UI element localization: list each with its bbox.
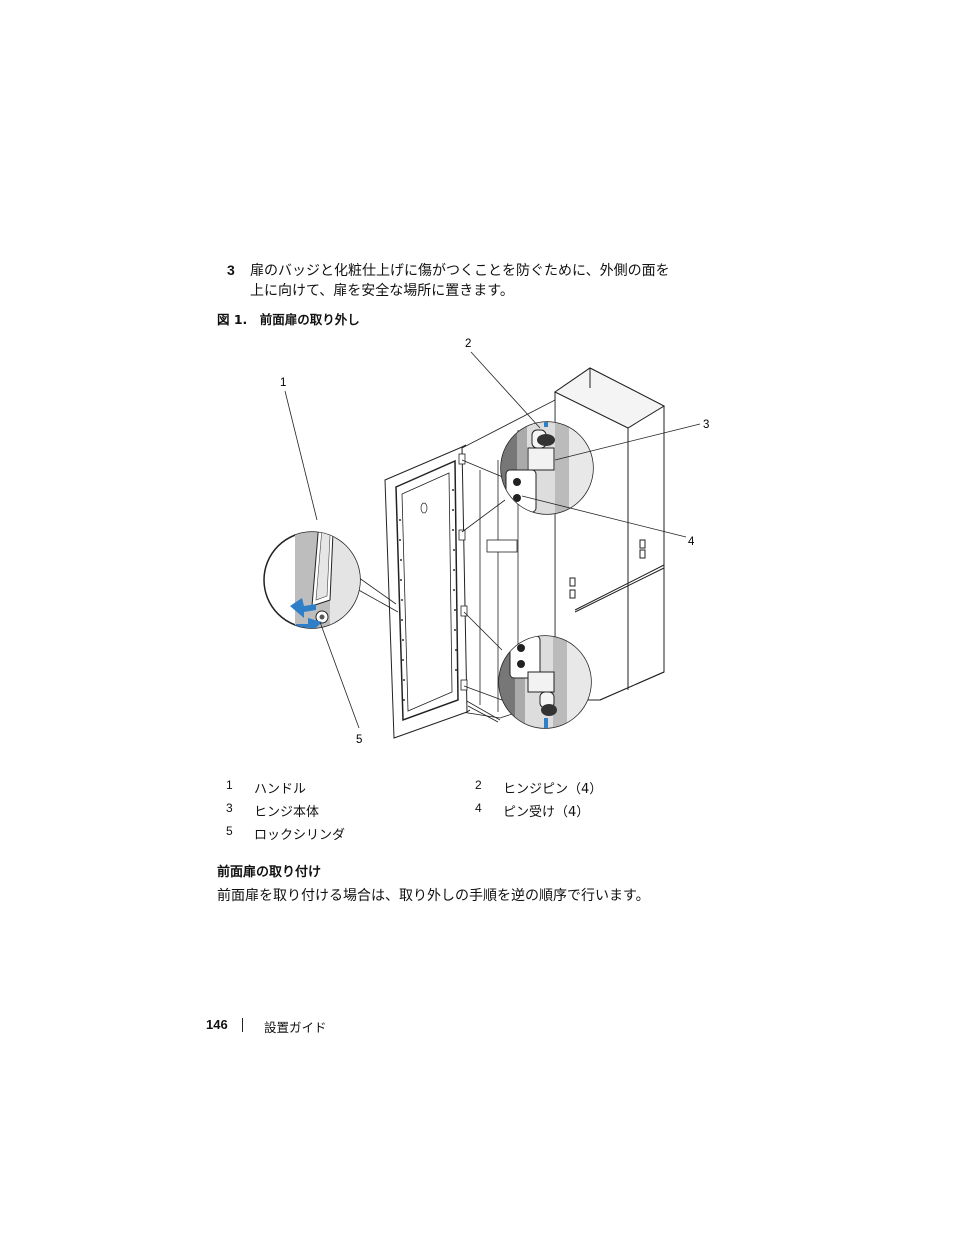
handle-detail: [263, 531, 361, 629]
footer-title: 設置ガイド: [264, 1020, 327, 1035]
legend-label-4: ピン受け（4）: [503, 805, 590, 820]
footer-divider: [242, 1018, 243, 1032]
legend-label-2: ヒンジピン（4）: [503, 782, 603, 797]
door-perforations: [399, 489, 457, 701]
step-text: 扉のバッジと化粧仕上げに傷がつくことを防ぐために、外側の面を 上に向けて、扉を安…: [250, 261, 720, 301]
section-body: 前面扉を取り付ける場合は、取り外しの手順を逆の順序で行います。: [217, 888, 650, 904]
legend-num-3: 3: [226, 801, 233, 815]
page-number: 146: [206, 1017, 228, 1032]
legend-label-3: ヒンジ本体: [254, 805, 320, 820]
callout-leader-lines: [284, 351, 701, 729]
callout-2: 2: [465, 338, 471, 350]
magnifier-leader-lines: [354, 459, 506, 701]
callout-4: 4: [688, 536, 695, 548]
callout-1: 1: [280, 377, 286, 389]
figure-caption: 図 1. 前面扉の取り外し: [217, 312, 360, 327]
callout-5: 5: [356, 734, 362, 746]
legend-num-4: 4: [475, 801, 482, 815]
door-removal-illustration: 1 2 3 4 5: [263, 338, 709, 746]
hinge-markers: [458, 453, 468, 691]
legend-num-5: 5: [226, 824, 233, 838]
section-heading: 前面扉の取り付け: [217, 865, 322, 880]
step-text-line-2: 上に向けて、扉を安全な場所に置きます。: [250, 283, 514, 299]
legend-label-1: ハンドル: [254, 782, 307, 797]
callout-3: 3: [703, 419, 709, 431]
step-number: 3: [227, 262, 235, 278]
legend-num-1: 1: [226, 778, 233, 792]
front-door: [384, 444, 471, 739]
legend-num-2: 2: [475, 778, 482, 792]
legend-label-5: ロックシリンダ: [254, 828, 346, 843]
step-text-line-1: 扉のバッジと化粧仕上げに傷がつくことを防ぐために、外側の面を: [250, 263, 670, 279]
